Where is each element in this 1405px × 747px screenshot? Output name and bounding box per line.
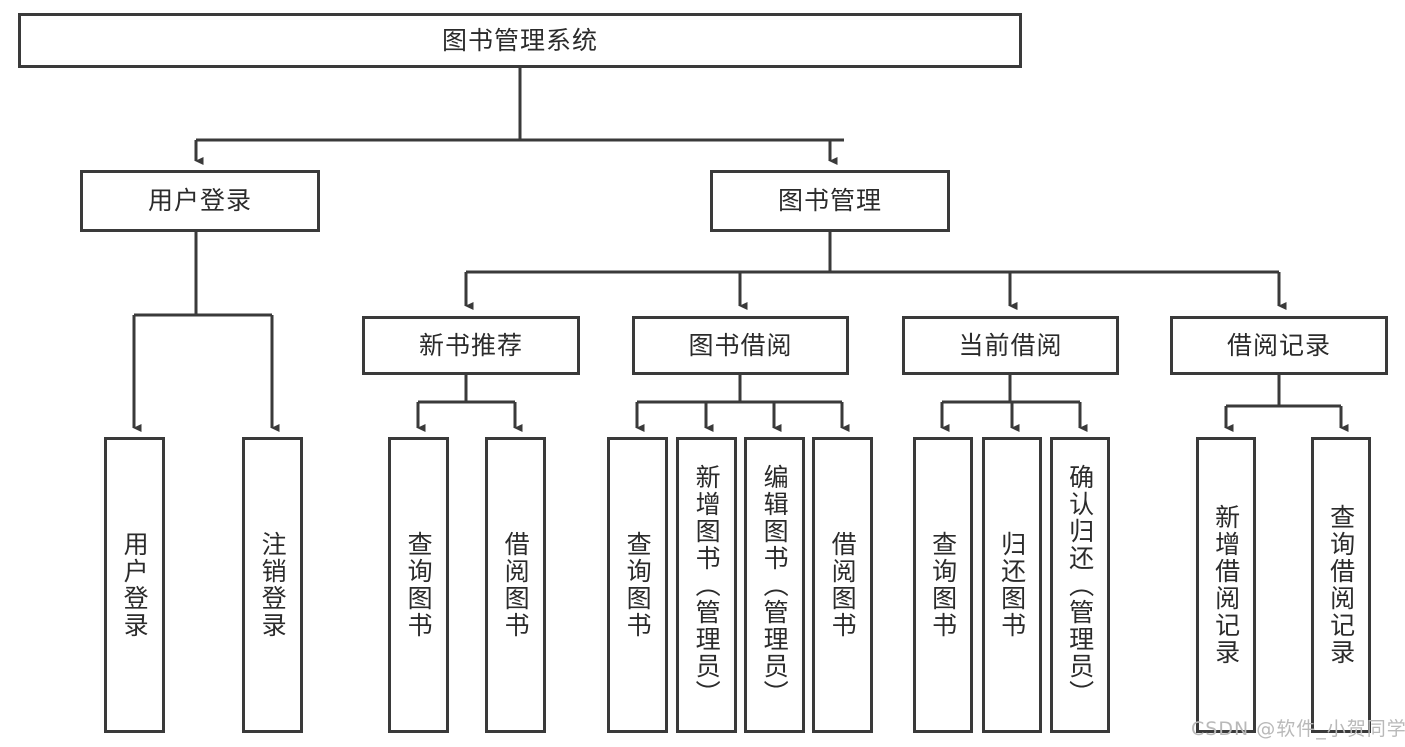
node-label: 用户登录 — [147, 186, 252, 215]
node-label: 编辑图书（管理员） — [760, 463, 790, 707]
node-new-book-recommend[interactable]: 新书推荐 — [362, 316, 580, 375]
node-label: 当前借阅 — [958, 330, 1063, 360]
node-user-login[interactable]: 用户登录 — [80, 170, 320, 232]
node-label: 查询借阅记录 — [1326, 504, 1356, 666]
node-label: 注销登录 — [258, 531, 288, 639]
leaf-book-borrow-add[interactable]: 新增图书（管理员） — [676, 437, 737, 733]
leaf-current-borrow-return[interactable]: 归还图书 — [982, 437, 1042, 733]
node-label: 借阅图书 — [501, 531, 531, 639]
leaf-user-login-login[interactable]: 用户登录 — [104, 437, 165, 733]
node-label: 用户登录 — [120, 531, 150, 639]
leaf-book-borrow-query[interactable]: 查询图书 — [607, 437, 668, 733]
node-label: 查询图书 — [928, 531, 958, 639]
node-label: 归还图书 — [997, 531, 1027, 639]
node-label: 借阅图书 — [828, 531, 858, 639]
watermark: CSDN @软件_小贺同学 — [1191, 718, 1405, 740]
leaf-book-borrow-borrow[interactable]: 借阅图书 — [812, 437, 873, 733]
leaf-book-borrow-edit[interactable]: 编辑图书（管理员） — [744, 437, 805, 733]
node-book-borrow[interactable]: 图书借阅 — [632, 316, 849, 375]
node-label: 新增图书（管理员） — [692, 463, 722, 707]
leaf-user-login-logout[interactable]: 注销登录 — [242, 437, 303, 733]
node-root-library-system[interactable]: 图书管理系统 — [18, 13, 1022, 68]
node-book-management[interactable]: 图书管理 — [710, 170, 950, 232]
node-borrow-record[interactable]: 借阅记录 — [1170, 316, 1388, 375]
leaf-new-book-query[interactable]: 查询图书 — [388, 437, 449, 733]
leaf-borrow-record-query[interactable]: 查询借阅记录 — [1311, 437, 1371, 733]
leaf-current-borrow-confirm-return[interactable]: 确认归还（管理员） — [1050, 437, 1110, 733]
node-label: 查询图书 — [404, 531, 434, 639]
node-label: 新增借阅记录 — [1211, 504, 1241, 666]
leaf-borrow-record-add[interactable]: 新增借阅记录 — [1196, 437, 1256, 733]
node-label: 查询图书 — [623, 531, 653, 639]
node-current-borrow[interactable]: 当前借阅 — [902, 316, 1119, 375]
node-label: 新书推荐 — [418, 330, 523, 360]
node-label: 图书借阅 — [688, 330, 793, 360]
leaf-current-borrow-query[interactable]: 查询图书 — [913, 437, 973, 733]
node-label: 借阅记录 — [1226, 330, 1331, 360]
leaf-new-book-borrow[interactable]: 借阅图书 — [485, 437, 546, 733]
node-label: 图书管理系统 — [441, 25, 598, 55]
node-label: 图书管理 — [777, 186, 882, 215]
node-label: 确认归还（管理员） — [1065, 463, 1095, 707]
